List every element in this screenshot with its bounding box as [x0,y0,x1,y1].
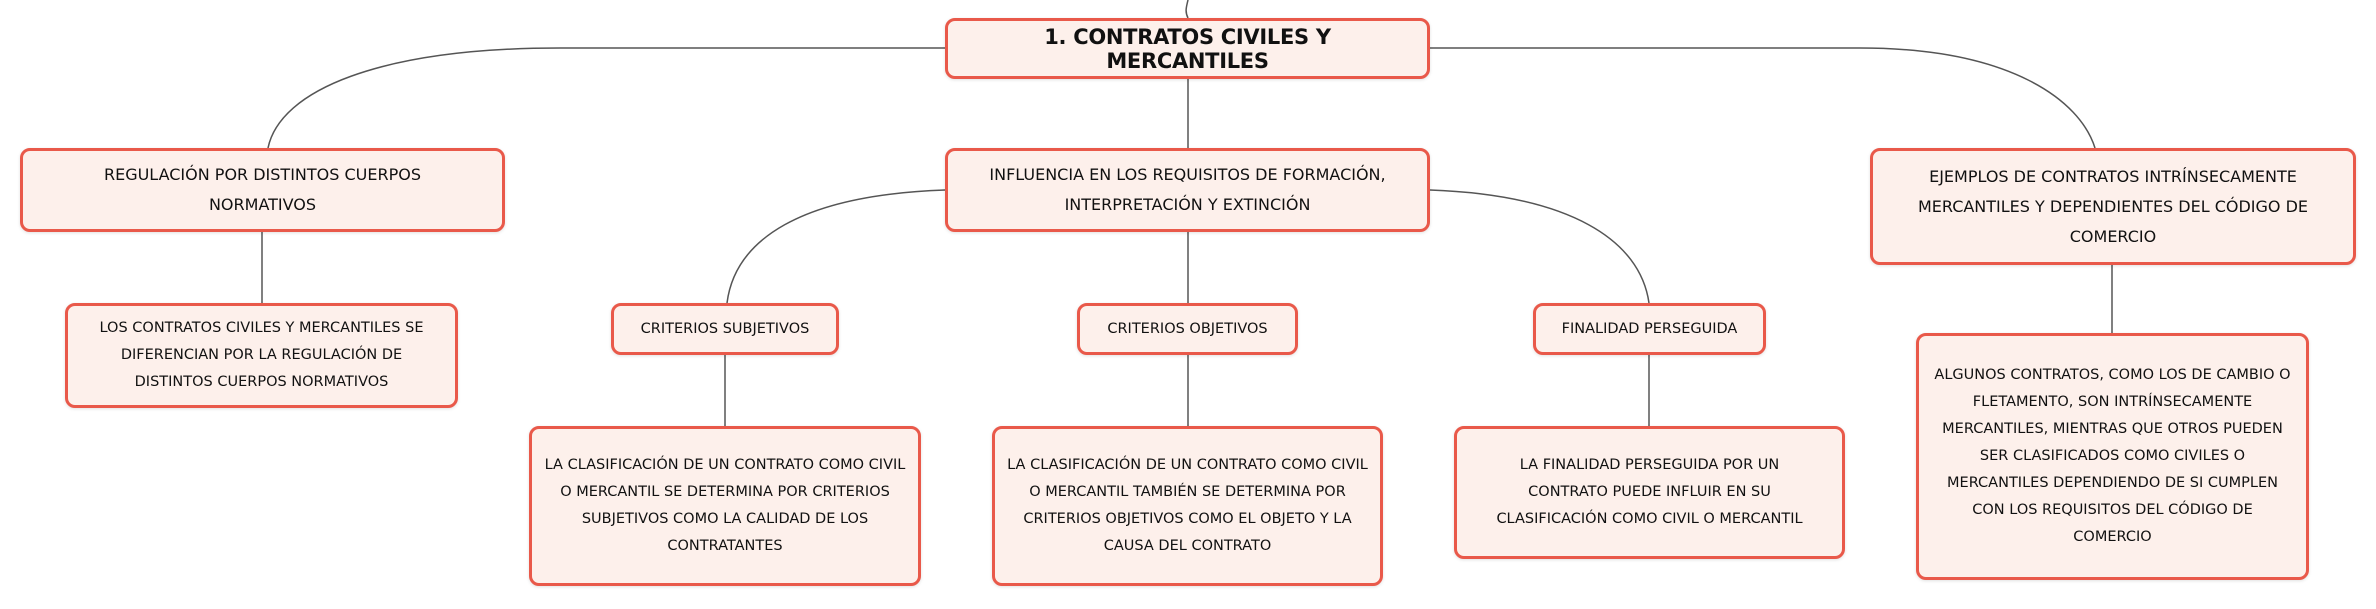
node-label: ALGUNOS CONTRATOS, COMO LOS DE CAMBIO O … [1934,367,2291,545]
connector-influencia-finalidad [1429,189,1650,304]
connector-parent [1185,0,1189,19]
node-regulacion-detail[interactable]: LOS CONTRATOS CIVILES Y MERCANTILES SE D… [65,303,458,408]
node-label: REGULACIÓN POR DISTINTOS CUERPOS NORMATI… [103,165,422,214]
node-label: CRITERIOS OBJETIVOS [1107,320,1268,337]
node-label: EJEMPLOS DE CONTRATOS INTRÍNSECAMENTE ME… [1917,166,2309,246]
node-criterios-objetivos[interactable]: CRITERIOS OBJETIVOS [1077,303,1298,355]
node-finalidad-perseguida[interactable]: FINALIDAD PERSEGUIDA [1533,303,1766,355]
node-regulacion[interactable]: REGULACIÓN POR DISTINTOS CUERPOS NORMATI… [20,148,505,232]
node-objetivos-detail[interactable]: LA CLASIFICACIÓN DE UN CONTRATO COMO CIV… [992,426,1383,586]
node-ejemplos[interactable]: EJEMPLOS DE CONTRATOS INTRÍNSECAMENTE ME… [1870,148,2356,265]
node-criterios-subjetivos[interactable]: CRITERIOS SUBJETIVOS [611,303,839,355]
root-node[interactable]: 1. CONTRATOS CIVILES Y MERCANTILES [945,18,1430,79]
node-finalidad-detail[interactable]: LA FINALIDAD PERSEGUIDA POR UN CONTRATO … [1454,426,1845,559]
node-subjetivos-detail[interactable]: LA CLASIFICACIÓN DE UN CONTRATO COMO CIV… [529,426,921,586]
connector-root-regulacion [267,47,945,149]
connector-influencia-subjetivos [726,189,946,304]
node-label: LA FINALIDAD PERSEGUIDA POR UN CONTRATO … [1496,457,1803,527]
node-label: LA CLASIFICACIÓN DE UN CONTRATO COMO CIV… [544,457,906,554]
node-label: LA CLASIFICACIÓN DE UN CONTRATO COMO CIV… [1007,457,1368,554]
node-label: FINALIDAD PERSEGUIDA [1561,320,1738,337]
connector-root-ejemplos [1430,47,2096,149]
node-label: INFLUENCIA EN LOS REQUISITOS DE FORMACIÓ… [989,165,1386,214]
root-label: 1. CONTRATOS CIVILES Y MERCANTILES [1044,24,1331,73]
node-label: CRITERIOS SUBJETIVOS [640,320,810,337]
node-influencia[interactable]: INFLUENCIA EN LOS REQUISITOS DE FORMACIÓ… [945,148,1430,232]
node-label: LOS CONTRATOS CIVILES Y MERCANTILES SE D… [99,320,424,390]
node-ejemplos-detail[interactable]: ALGUNOS CONTRATOS, COMO LOS DE CAMBIO O … [1916,333,2309,580]
